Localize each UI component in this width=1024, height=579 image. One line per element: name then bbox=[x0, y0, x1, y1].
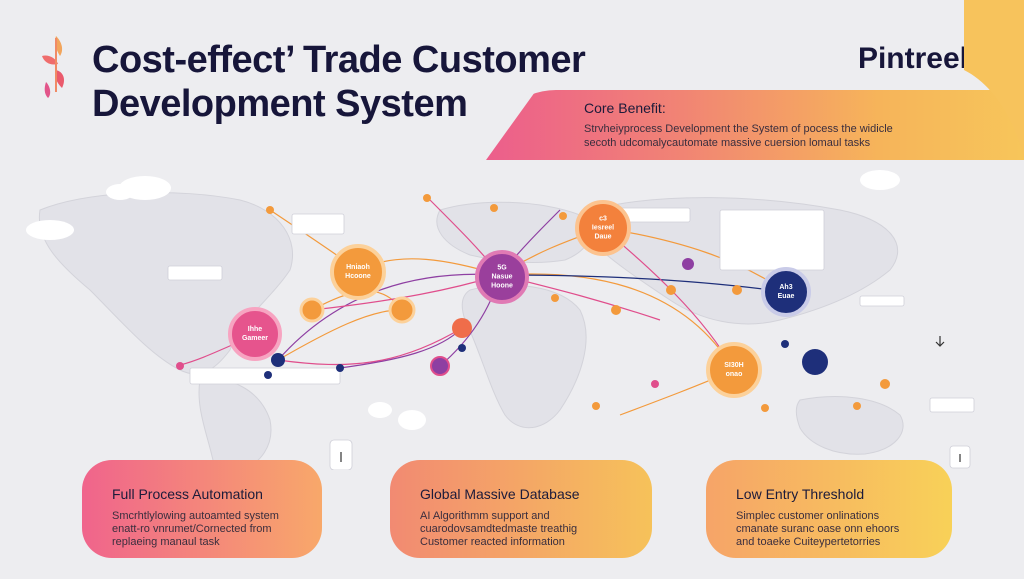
core-benefit-banner bbox=[486, 90, 1024, 160]
card-title: Full Process Automation bbox=[112, 486, 263, 502]
brand-logo-icon bbox=[42, 36, 64, 98]
banner-body: Strvheiyprocess Development the System o… bbox=[584, 122, 984, 150]
hub-node-5 bbox=[761, 267, 811, 317]
banner-body-line-1: Strvheiyprocess Development the System o… bbox=[584, 123, 893, 135]
hub-node-label-3: 5G Nasue Hoone bbox=[491, 264, 513, 290]
hub-node-label-2: Hniaoh Hcoone bbox=[345, 264, 371, 280]
hub-node-6 bbox=[706, 342, 762, 398]
card-title: Global Massive Database bbox=[420, 486, 580, 502]
card-description: AI Algorithmm support and cuarodovsamdte… bbox=[420, 510, 578, 548]
hub-node-label-5: Ah3 Euae bbox=[777, 284, 795, 300]
feature-card-database: Global Massive Database AI Algorithmm su… bbox=[390, 460, 652, 558]
hub-node-1 bbox=[228, 307, 282, 361]
map-info-tags bbox=[167, 207, 975, 470]
feature-card-automation: Full Process Automation Smcrhtlylowing a… bbox=[82, 460, 322, 558]
title-line-1: Cost-effect’ Trade Customer bbox=[92, 39, 586, 81]
card-description: Smcrhtlylowing autoamted system enatt-ro… bbox=[112, 510, 279, 548]
hub-node-3 bbox=[475, 250, 529, 304]
clouds bbox=[26, 170, 900, 430]
hub-node-4 bbox=[575, 200, 631, 256]
hub-node-2 bbox=[330, 244, 386, 300]
brand-name: Pintreel bbox=[857, 42, 968, 75]
small-nodes bbox=[176, 194, 890, 412]
feature-card-threshold: Low Entry Threshold Simplec customer onl… bbox=[706, 460, 952, 558]
page-title: Cost-effect’ Trade Customer Development … bbox=[92, 38, 586, 126]
banner-text: Core Benefit: Strvheiyprocess Developmen… bbox=[584, 100, 984, 150]
card-title: Low Entry Threshold bbox=[736, 486, 865, 502]
title-line-2: Development System bbox=[92, 83, 468, 125]
hub-node-label-4: c3 Iesreel Daue bbox=[591, 215, 615, 241]
banner-heading: Core Benefit: bbox=[584, 100, 666, 116]
banner-body-line-2: secoth udcomalycautomate massive cuersio… bbox=[584, 137, 871, 149]
hub-nodes bbox=[228, 200, 811, 398]
card-description: Simplec customer onlinations cmanate sur… bbox=[736, 510, 900, 548]
arrow-markers bbox=[340, 336, 961, 462]
hub-node-label-1: Ihhe Gameer bbox=[241, 326, 269, 342]
world-network-map bbox=[26, 170, 975, 470]
hub-node-label-6: SI30H onao bbox=[724, 362, 744, 378]
